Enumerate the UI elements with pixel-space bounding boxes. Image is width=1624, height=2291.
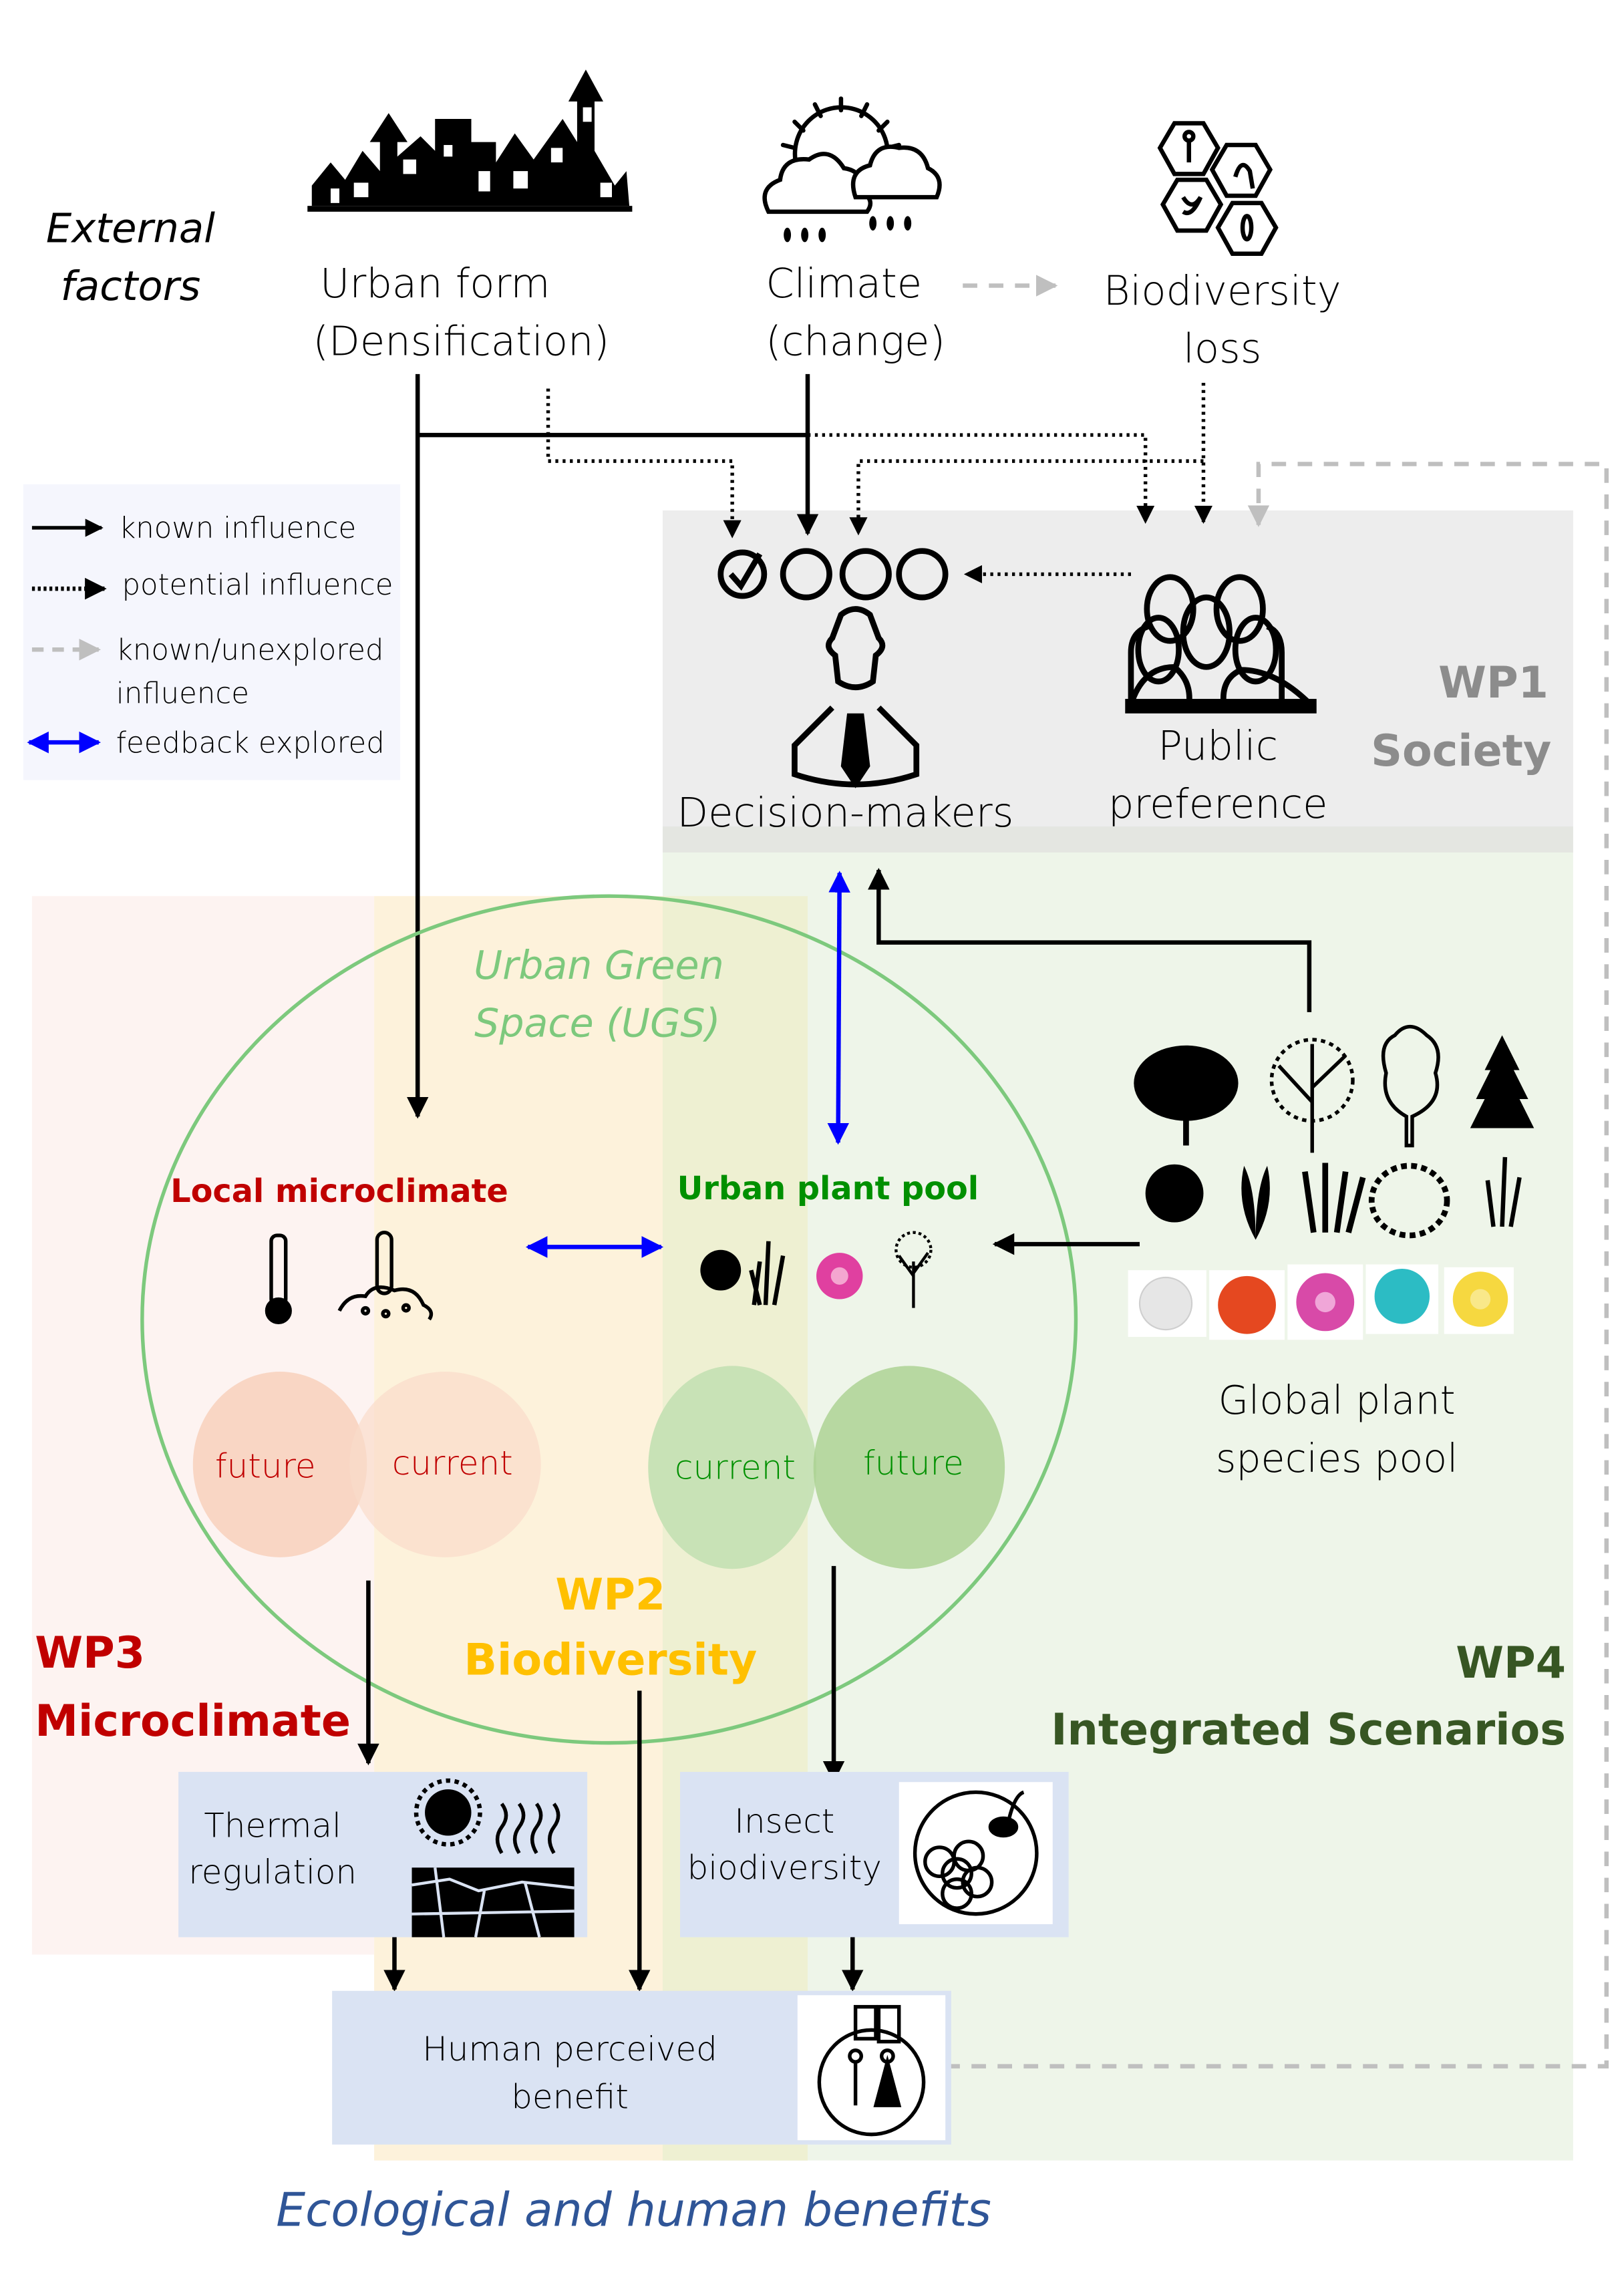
wp2-title: WP2 [555, 1570, 665, 1620]
deciduous-tree-icon [1134, 1045, 1239, 1121]
wp1-panel-strip [662, 826, 1573, 853]
city-skyline-icon [307, 69, 633, 212]
columnar-tree-icon [1381, 1024, 1440, 1148]
external-factors-line1: External [46, 205, 215, 252]
rain-drops-icon [784, 216, 912, 243]
biodiversity-loss-line2: loss [1183, 326, 1261, 373]
urban-form-line2: (Densification) [313, 319, 609, 365]
thermal-line2: regulation [188, 1853, 357, 1891]
wp1-subtitle: Society [1371, 726, 1551, 776]
public-preference-line2: preference [1108, 781, 1328, 828]
urban-green-space-ellipse [140, 894, 1078, 1745]
legend-potential-influence: potential influence [122, 569, 393, 602]
outcome-arrows [357, 1565, 864, 1992]
legend-known-influence: known influence [119, 512, 356, 545]
plantpool-future-circle [813, 1366, 1005, 1569]
climate-line1: Climate [766, 261, 922, 307]
global-plant-icons [1128, 1024, 1534, 1340]
conifer-tree-icon [1470, 1035, 1534, 1128]
wp3-title: WP3 [35, 1628, 145, 1678]
wp1-panel [662, 510, 1573, 853]
round-shrub-icon [1145, 1164, 1204, 1223]
thermometer-icon [265, 1233, 292, 1324]
wp3-subtitle: Microclimate [35, 1696, 351, 1746]
wp4-panel [662, 853, 1573, 2161]
pink-flower-center [830, 1267, 848, 1285]
species-hexagons-icon [1157, 121, 1279, 257]
red-flower-icon [1218, 1275, 1276, 1334]
sun-rain-clouds-icon [762, 96, 942, 214]
decision-makers-label: Decision-makers [677, 790, 1013, 836]
climate-line2: (change) [766, 319, 945, 365]
feedback-decision-plantpool-arrow [827, 871, 850, 1145]
shrub-row [1145, 1157, 1522, 1240]
flower-center [1315, 1291, 1335, 1313]
wp4-title: WP4 [1456, 1638, 1566, 1688]
bee-flower-icon [913, 1790, 1039, 1916]
ugs-label-line1: Urban Green [474, 943, 723, 988]
external-factors-line2: factors [61, 263, 201, 310]
teal-flower-icon [1374, 1268, 1430, 1324]
urban-form-line1: Urban form [320, 261, 550, 307]
soil-thermometer-icon [337, 1231, 434, 1321]
people-in-park-icon [817, 2004, 926, 2137]
tree-icon [895, 1231, 933, 1308]
global-pool-line2: species pool [1216, 1436, 1458, 1481]
sun-heat-icon [414, 1778, 560, 1854]
leafy-plant-icon [1241, 1165, 1270, 1240]
microclimate-current-circle [349, 1372, 541, 1557]
legend: known influence potential influence know… [23, 484, 401, 780]
wp2-subtitle: Biodiversity [464, 1636, 757, 1686]
legend-unexplored-line2: influence [116, 677, 249, 711]
footer-ecological-human-benefits: Ecological and human benefits [276, 2183, 991, 2237]
white-flower-icon [1138, 1276, 1193, 1331]
biodiversity-loss-line1: Biodiversity [1104, 268, 1341, 315]
local-microclimate-title: Local microclimate [170, 1173, 508, 1210]
human-line2: benefit [511, 2078, 629, 2117]
plantpool-current-circle [648, 1366, 817, 1569]
insect-line2: biodiversity [687, 1849, 882, 1887]
human-line1: Human perceived [422, 2030, 717, 2069]
branching-tree-icon [1269, 1038, 1355, 1153]
legend-unexplored-line1: known/unexplored [116, 633, 384, 667]
cracked-ground-icon [412, 1867, 575, 1938]
bee-flower-tile [899, 1782, 1053, 1924]
global-pool-to-decision-arrow [868, 867, 1312, 1012]
urban-plant-pool-title: Urban plant pool [677, 1171, 979, 1207]
wp1-title: WP1 [1438, 658, 1549, 708]
grass-icon [749, 1241, 786, 1306]
microclimate-future-label: future [215, 1446, 316, 1485]
insect-line1: Insect [734, 1802, 834, 1841]
decision-maker-icon [792, 606, 920, 788]
microclimate-future-circle [192, 1372, 367, 1557]
microclimate-current-label: current [392, 1444, 513, 1483]
public-preference-line1: Public [1158, 723, 1278, 770]
flower-center [1470, 1289, 1491, 1310]
tall-grass-icon [1485, 1157, 1522, 1227]
flower-row [1128, 1264, 1514, 1340]
tree-trunk [1183, 1102, 1189, 1146]
lavender-icon [1302, 1163, 1366, 1233]
tree-row [1134, 1024, 1534, 1153]
hedge-icon [1368, 1163, 1450, 1239]
thermal-line1: Thermal [204, 1807, 341, 1845]
legend-feedback: feedback explored [116, 726, 385, 760]
wp4-subtitle: Integrated Scenarios [1051, 1705, 1566, 1755]
plantpool-current-label: current [675, 1448, 796, 1487]
urban-plant-icons [700, 1231, 933, 1308]
ugs-label-line2: Space (UGS) [474, 1001, 720, 1046]
public-people-icon [1125, 574, 1317, 714]
potential-influence-connectors [546, 382, 1213, 583]
shrub-icon [700, 1249, 742, 1291]
checklist-options-icon [717, 548, 949, 601]
plantpool-future-label: future [863, 1444, 964, 1483]
global-pool-line1: Global plant [1219, 1378, 1456, 1423]
